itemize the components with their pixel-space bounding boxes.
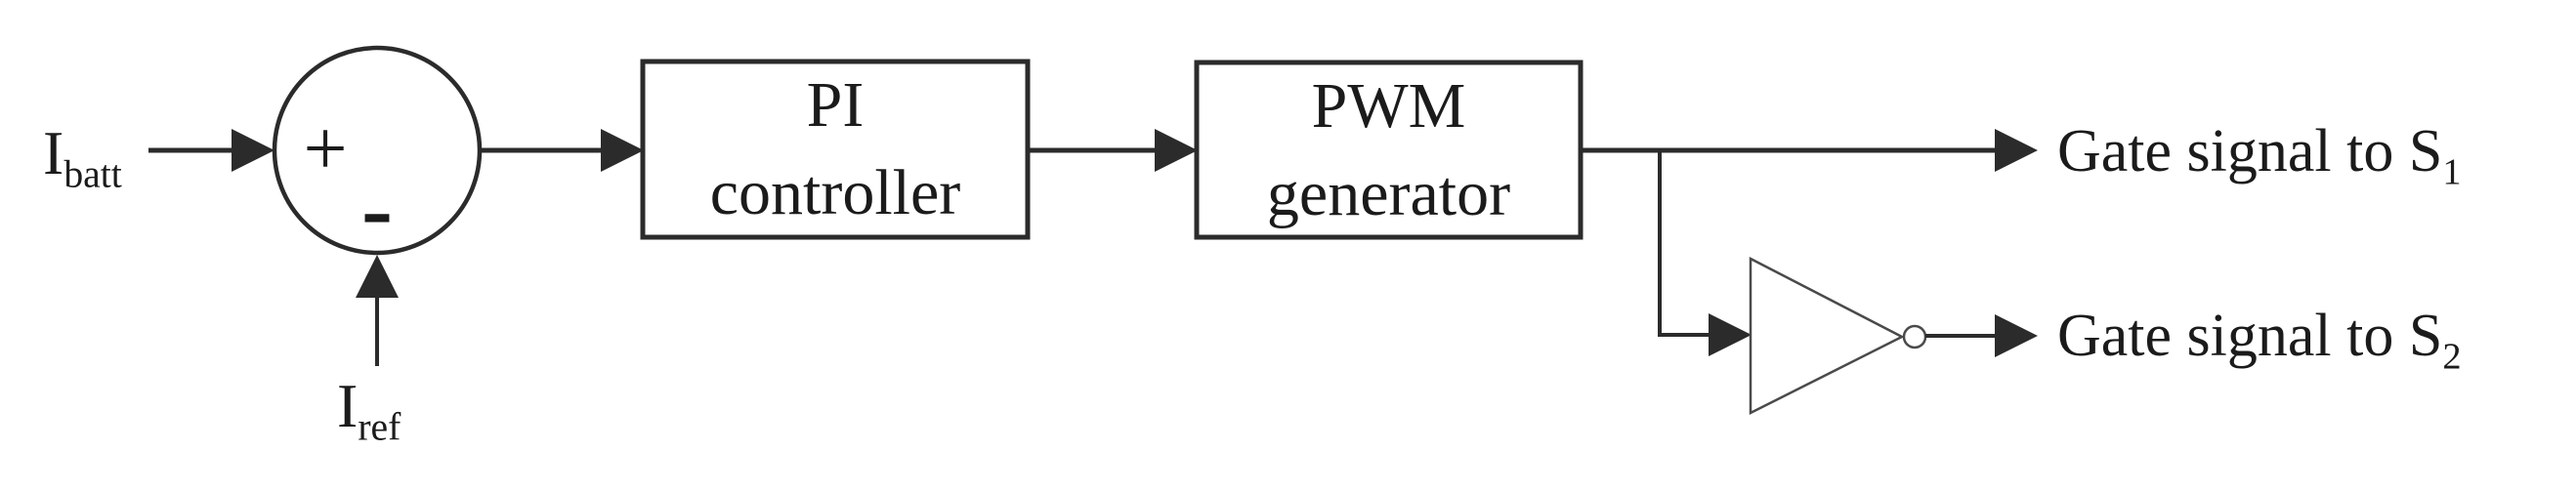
pi-line1: PI xyxy=(806,69,865,142)
i-ref-sub: ref xyxy=(358,405,401,449)
gate-s2-sub: 2 xyxy=(2442,336,2462,378)
gate-s1-sub: 1 xyxy=(2442,151,2462,193)
label-gate-signal-s2: Gate signal to S2 xyxy=(2057,306,2462,376)
i-batt-base: I xyxy=(43,117,64,187)
gate-s2-text: Gate signal to S xyxy=(2057,303,2443,370)
pwm-generator-box xyxy=(1194,60,1584,240)
label-i-batt: Ibatt xyxy=(43,121,122,196)
pi-output-arrow xyxy=(1028,129,1198,172)
gate-s1-text: Gate signal to S xyxy=(2057,118,2443,185)
pi-line2: controller xyxy=(709,157,961,228)
i-ref-base: I xyxy=(337,370,359,440)
arrowhead-icon xyxy=(1995,314,2038,357)
pwm-line2: generator xyxy=(1266,157,1511,229)
pwm-output-arrow-s1 xyxy=(1581,129,2038,172)
inverter-output-arrow-s2 xyxy=(1925,314,2038,357)
sum-output-arrow xyxy=(480,129,644,172)
arrowhead-icon xyxy=(232,129,274,172)
inversion-bubble-icon xyxy=(1902,324,1927,349)
not-gate-icon xyxy=(1749,256,1927,416)
pwm-line1: PWM xyxy=(1311,69,1466,142)
i-batt-sub: batt xyxy=(63,152,122,196)
ibatt-arrow xyxy=(148,129,274,172)
arrowhead-icon xyxy=(1709,313,1752,356)
pi-controller-label: PI controller xyxy=(643,62,1028,237)
pwm-generator-label: PWM generator xyxy=(1197,62,1581,237)
arrowhead-icon xyxy=(601,129,644,172)
arrowhead-icon xyxy=(1155,129,1198,172)
iref-arrow xyxy=(356,255,399,366)
arrowhead-icon xyxy=(1995,129,2038,172)
label-i-ref: Iref xyxy=(337,374,401,449)
arrowhead-icon xyxy=(356,255,399,298)
sum-plus-sign: + xyxy=(303,106,348,192)
sum-minus-sign: - xyxy=(361,156,393,261)
branch-line xyxy=(1658,150,1752,356)
label-gate-signal-s1: Gate signal to S1 xyxy=(2057,121,2462,191)
